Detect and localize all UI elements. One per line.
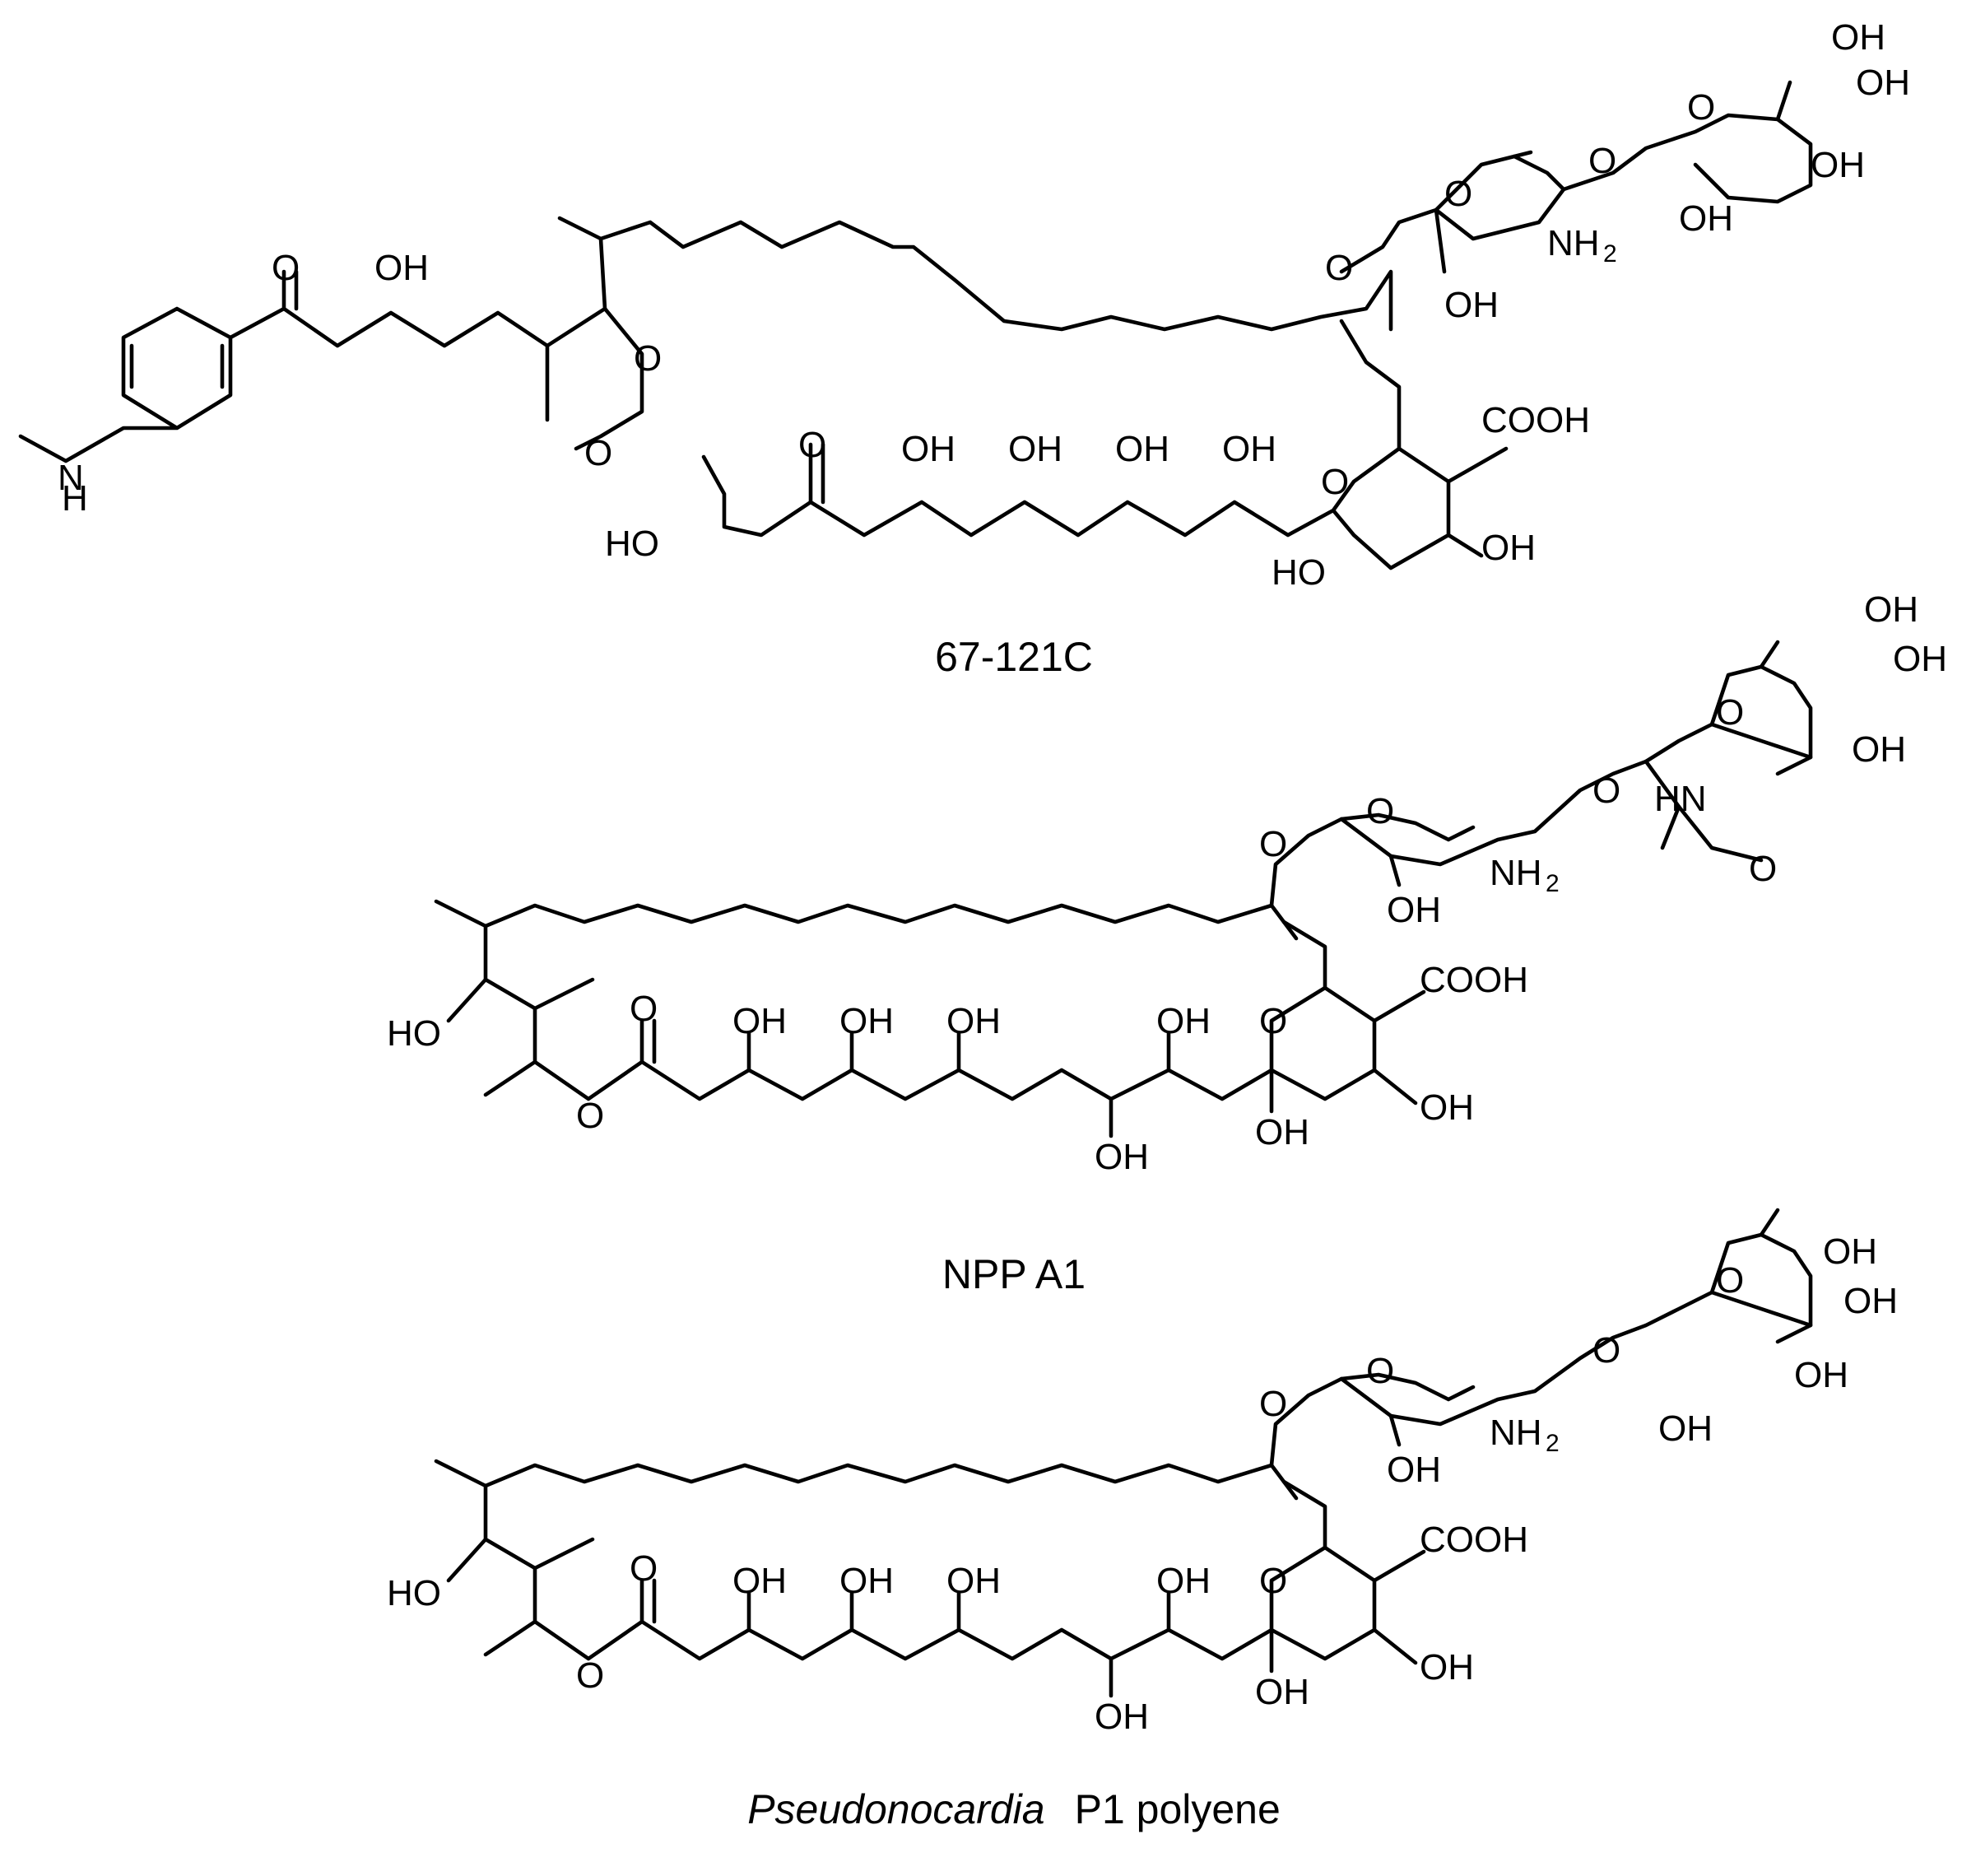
label-oh: OH (1679, 198, 1733, 239)
label-oh: OH (946, 1001, 1001, 1041)
label-nh2: NH (1490, 853, 1542, 893)
label-oh: OH (1255, 1112, 1309, 1152)
caption-P1-genus: Pseudonocardia (747, 1786, 1044, 1832)
molecule-NPP-A1: HO O O OH OH OH OH OH O OH COOH OH O O O… (387, 589, 1947, 1177)
label-o: O (1325, 248, 1353, 288)
label-oh: OH (1481, 528, 1536, 568)
label-oh: OH (1864, 589, 1918, 630)
label-o: O (630, 1548, 658, 1589)
caption-P1-polyene: Pseudonocardia P1 polyene (747, 1786, 1281, 1832)
caption-67-121C: 67-121C (935, 634, 1093, 680)
label-oh: OH (1823, 1231, 1877, 1272)
label-o: O (1588, 141, 1616, 181)
label-oh: OH (1811, 145, 1865, 185)
label-nh2: NH (1547, 223, 1600, 263)
label-oh: OH (1831, 17, 1885, 58)
label-oh: OH (1156, 1001, 1211, 1041)
label-o: O (1259, 1384, 1287, 1424)
label-oh: OH (1156, 1561, 1211, 1601)
label-oh: OH (1095, 1137, 1149, 1177)
caption-P1-rest: P1 polyene (1075, 1786, 1281, 1832)
label-oh: OH (1387, 1450, 1441, 1490)
label-oh: OH (1222, 429, 1276, 469)
label-o: O (1259, 824, 1287, 864)
label-o: O (576, 1655, 604, 1696)
label-ho: HO (1272, 552, 1326, 593)
label-oh: OH (901, 429, 955, 469)
label-o: O (576, 1096, 604, 1136)
label-o: O (1716, 692, 1744, 733)
label-oh: OH (1444, 285, 1499, 325)
label-o: O (1687, 87, 1715, 128)
label-oh: OH (1008, 429, 1062, 469)
label-nh2-sub: 2 (1603, 240, 1617, 268)
label-oh: OH (839, 1001, 894, 1041)
label-o: O (630, 989, 658, 1029)
label-o: O (584, 433, 612, 473)
label-oh: OH (1852, 729, 1906, 770)
label-oh: OH (1420, 1087, 1474, 1128)
label-oh: OH (1658, 1408, 1713, 1449)
label-o: O (1592, 770, 1620, 811)
label-o: O (1259, 1561, 1287, 1601)
label-o: O (1366, 1351, 1394, 1391)
label-oh: OH (1856, 63, 1910, 103)
molecule-67-121C: N H O OH O O O HO OH OH OH OH O HO COOH … (18, 17, 1910, 593)
label-oh: OH (732, 1001, 787, 1041)
label-hn: HN (1654, 779, 1707, 819)
label-nh2: NH (1490, 1413, 1542, 1453)
label-nh2-sub: 2 (1546, 870, 1560, 897)
label-nh2-sub: 2 (1546, 1430, 1560, 1457)
molecule-P1-polyene: HO O O OH OH OH OH OH O OH COOH OH O O O… (387, 1208, 1898, 1737)
label-oh: OH (1387, 890, 1441, 930)
label-o: O (1321, 462, 1349, 502)
label-o: O (1259, 1001, 1287, 1041)
label-o: O (1749, 849, 1777, 889)
label-cooh: COOH (1420, 960, 1528, 1000)
label-oh: OH (732, 1561, 787, 1601)
label-nh: N (58, 458, 84, 498)
label-o: O (1366, 791, 1394, 831)
label-o: O (1592, 1330, 1620, 1371)
label-oh: OH (1115, 429, 1169, 469)
label-ho: HO (387, 1013, 441, 1054)
caption-NPP-A1: NPP A1 (942, 1251, 1086, 1297)
label-oh: OH (1420, 1647, 1474, 1687)
label-oh: OH (946, 1561, 1001, 1601)
label-oh: OH (374, 248, 429, 288)
label-ho: HO (605, 524, 659, 564)
label-oh: OH (1893, 639, 1947, 679)
label-oh: OH (1095, 1697, 1149, 1737)
label-o: O (798, 425, 826, 465)
label-oh: OH (1255, 1672, 1309, 1712)
label-cooh: COOH (1420, 1520, 1528, 1560)
label-oh: OH (839, 1561, 894, 1601)
label-o: O (272, 248, 300, 288)
label-h: H (62, 478, 88, 519)
label-o: O (634, 338, 662, 379)
label-o: O (1444, 174, 1472, 214)
label-ho: HO (387, 1573, 441, 1613)
label-oh: OH (1794, 1355, 1848, 1395)
label-oh: OH (1843, 1281, 1898, 1321)
label-o: O (1716, 1260, 1744, 1301)
label-cooh: COOH (1481, 400, 1590, 440)
